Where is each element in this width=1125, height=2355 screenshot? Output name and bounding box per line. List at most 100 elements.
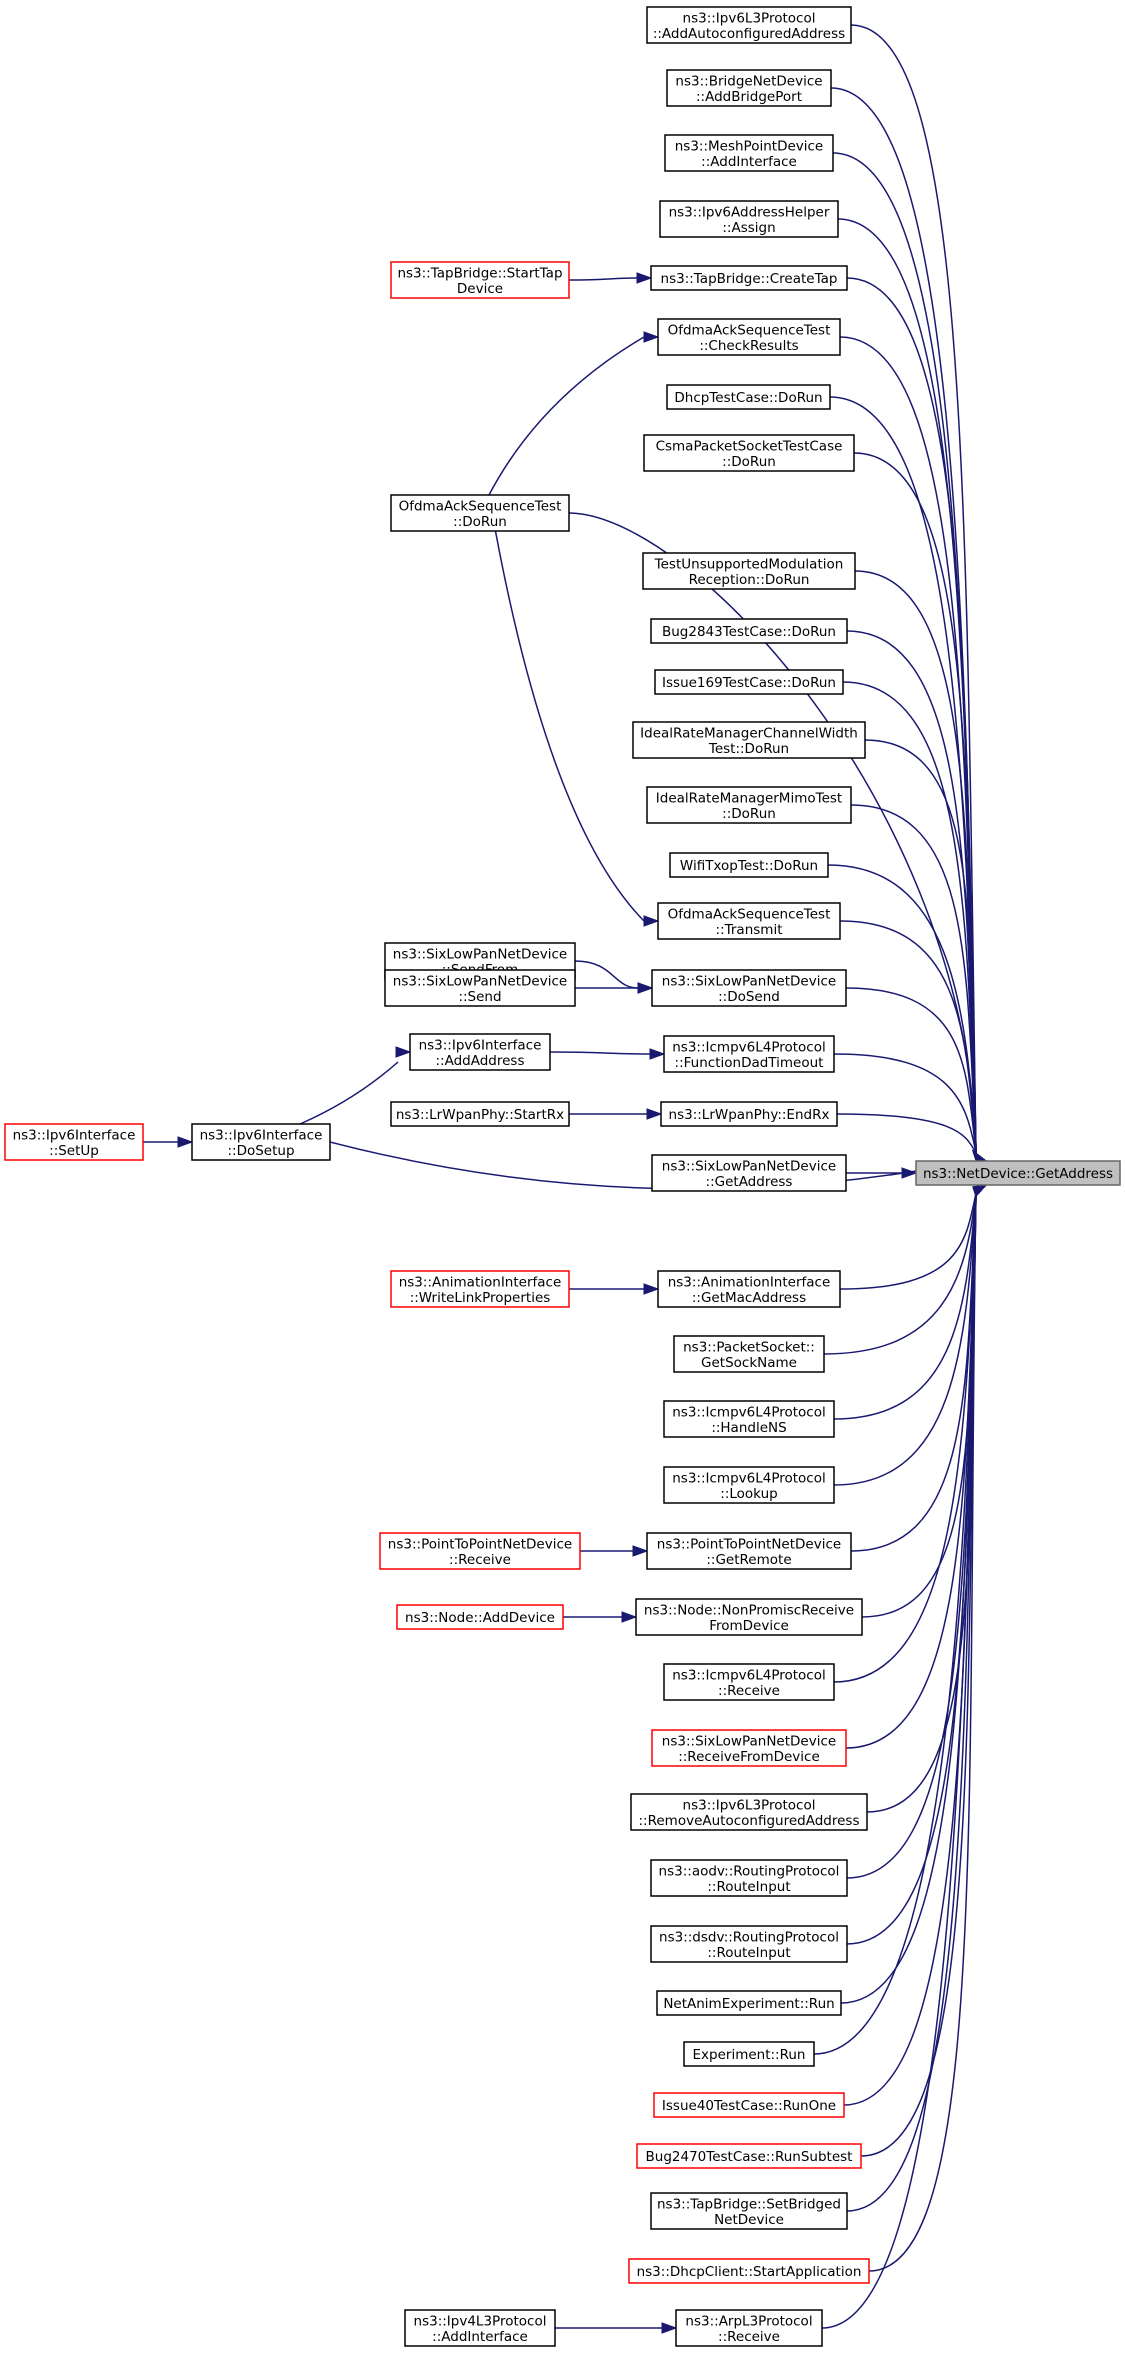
edge-transmit-to-target [839,920,977,1154]
node-handlens[interactable]: ns3::Icmpv6L4Protocol::HandleNS [663,1400,835,1438]
node-sendfrom[interactable]: ns3::SixLowPanNetDevice::SendFrom [384,942,576,980]
edge-dosetup-to-target [329,1141,973,1190]
node-label: ::HandleNS [711,1420,786,1436]
node-idealmimo[interactable]: IdealRateManagerMimoTest::DoRun [646,786,852,824]
node-bug2470[interactable]: Bug2470TestCase::RunSubtest [636,2143,862,2169]
node-box [915,1160,1121,1186]
node-label: ns3::SixLowPanNetDevice [662,1158,836,1174]
node-label: ::Assign [722,220,775,236]
node-dhcpstart[interactable]: ns3::DhcpClient::StartApplication [628,2258,870,2284]
node-unsupp[interactable]: TestUnsupportedModulationReception::DoRu… [642,552,856,590]
node-label: ns3::Ipv4L3Protocol [414,2313,547,2329]
node-bug2843[interactable]: Bug2843TestCase::DoRun [650,618,848,644]
node-box [657,318,841,356]
node-ipv4addif[interactable]: ns3::Ipv4L3Protocol::AddInterface [404,2309,556,2347]
node-label: ns3::SixLowPanNetDevice [393,973,567,989]
node-label: ns3::Node::NonPromiscReceive [644,1602,854,1618]
node-p2precv[interactable]: ns3::PointToPointNetDevice::Receive [379,1532,581,1570]
edge-sendfrom-to-dosend [574,960,639,989]
node-label: ns3::BridgeNetDevice [675,73,822,89]
node-dsdv[interactable]: ns3::dsdv::RoutingProtocol::RouteInput [650,1925,848,1963]
node-box [650,1859,848,1897]
node-ipv6assign[interactable]: ns3::Ipv6AddressHelper::Assign [659,200,839,238]
node-box [663,1035,835,1073]
node-dadtimeout[interactable]: ns3::Icmpv6L4Protocol::FunctionDadTimeou… [663,1035,835,1073]
node-dosetup[interactable]: ns3::Ipv6Interface::DoSetup [191,1123,331,1161]
node-createtap[interactable]: ns3::TapBridge::CreateTap [650,265,848,291]
arrowhead-ipv4addif-to-arprecv [661,2322,678,2334]
node-autoconf[interactable]: ns3::Ipv6L3Protocol::AddAutoconfiguredAd… [646,6,852,44]
node-label: ::RouteInput [707,1945,790,1961]
node-meshif[interactable]: ns3::MeshPointDevice::AddInterface [664,134,834,172]
node-label: ::DoRun [722,454,776,470]
node-label: ::DoRun [453,514,507,530]
node-lookup[interactable]: ns3::Icmpv6L4Protocol::Lookup [663,1466,835,1504]
edge-ofdmarun-to-transmit [488,494,645,922]
node-box [673,1335,825,1373]
node-label: ns3::AnimationInterface [668,1274,831,1290]
node-label: ::Transmit [716,922,783,938]
node-label: ns3::Icmpv6L4Protocol [672,1404,826,1420]
edge-lookup-to-target [833,1192,977,1486]
node-box [659,200,839,238]
arrowhead-startrx-to-endrx [646,1108,663,1120]
node-endrx[interactable]: ns3::LrWpanPhy::EndRx [660,1101,838,1127]
node-netanim[interactable]: NetAnimExperiment::Run [656,1990,842,2016]
node-box [642,552,856,590]
node-send[interactable]: ns3::SixLowPanNetDevice::Send [384,969,576,1007]
node-arprecv[interactable]: ns3::ArpL3Protocol::Receive [675,2309,823,2347]
node-label: ns3::LrWpanPhy::EndRx [669,1107,830,1123]
node-label: ::SetUp [49,1143,99,1159]
node-icmprecv[interactable]: ns3::Icmpv6L4Protocol::Receive [663,1663,835,1701]
node-label: IdealRateManagerMimoTest [656,790,842,806]
node-csmarun[interactable]: CsmaPacketSocketTestCase::DoRun [643,434,855,472]
node-label: ns3::dsdv::RoutingProtocol [659,1929,839,1945]
node-getmac[interactable]: ns3::AnimationInterface::GetMacAddress [657,1270,841,1308]
node-setup[interactable]: ns3::Ipv6Interface::SetUp [4,1123,144,1161]
node-label: Reception::DoRun [689,572,810,588]
node-ofdmarun[interactable]: OfdmaAckSequenceTest::DoRun [390,494,570,532]
node-target[interactable]: ns3::NetDevice::GetAddress [915,1160,1121,1186]
node-sixgetaddr[interactable]: ns3::SixLowPanNetDevice::GetAddress [651,1154,847,1192]
arrowhead-dosetup-to-addaddr [395,1046,412,1058]
node-transmit[interactable]: OfdmaAckSequenceTest::Transmit [657,902,841,940]
node-exprun[interactable]: Experiment::Run [683,2041,815,2067]
node-label: ::GetAddress [706,1174,793,1190]
edge-arprecv-to-target [821,1192,977,2329]
node-label: Issue169TestCase::DoRun [662,675,836,691]
node-getsock[interactable]: ns3::PacketSocket::GetSockName [673,1335,825,1373]
node-bridgeport[interactable]: ns3::BridgeNetDevice::AddBridgePort [666,69,832,107]
node-dhcprun[interactable]: DhcpTestCase::DoRun [666,384,831,410]
node-addaddr[interactable]: ns3::Ipv6Interface::AddAddress [409,1033,551,1071]
node-checkres[interactable]: OfdmaAckSequenceTest::CheckResults [657,318,841,356]
node-getremote[interactable]: ns3::PointToPointNetDevice::GetRemote [646,1532,852,1570]
node-label: Test::DoRun [708,741,789,757]
node-issue40[interactable]: Issue40TestCase::RunOne [653,2092,845,2118]
node-wifitxop[interactable]: WifiTxopTest::DoRun [669,852,829,878]
node-label: ::DoRun [722,806,776,822]
node-box [646,6,852,44]
node-label: IdealRateManagerChannelWidth [640,725,858,741]
node-label: ::AddBridgePort [696,89,802,105]
node-dosend[interactable]: ns3::SixLowPanNetDevice::DoSend [651,969,847,1007]
node-label: ::ReceiveFromDevice [678,1749,820,1765]
node-adddevice[interactable]: ns3::Node::AddDevice [396,1604,564,1630]
node-box [390,1270,570,1308]
arrowhead-send-to-dosend [637,982,654,994]
node-writelink[interactable]: ns3::AnimationInterface::WriteLinkProper… [390,1270,570,1308]
node-box [651,969,847,1007]
node-label: NetDevice [714,2212,784,2228]
edge-nonprom-to-target [861,1192,977,1618]
node-aodv[interactable]: ns3::aodv::RoutingProtocol::RouteInput [650,1859,848,1897]
nodes-layer: ns3::NetDevice::GetAddressns3::Ipv6L3Pro… [4,6,1121,2347]
node-startrx[interactable]: ns3::LrWpanPhy::StartRx [390,1101,570,1127]
node-sixrecv[interactable]: ns3::SixLowPanNetDevice::ReceiveFromDevi… [651,1729,847,1767]
node-removeauto[interactable]: ns3::Ipv6L3Protocol::RemoveAutoconfigure… [630,1793,868,1831]
node-issue169[interactable]: Issue169TestCase::DoRun [654,669,844,695]
node-label: Issue40TestCase::RunOne [662,2098,836,2114]
